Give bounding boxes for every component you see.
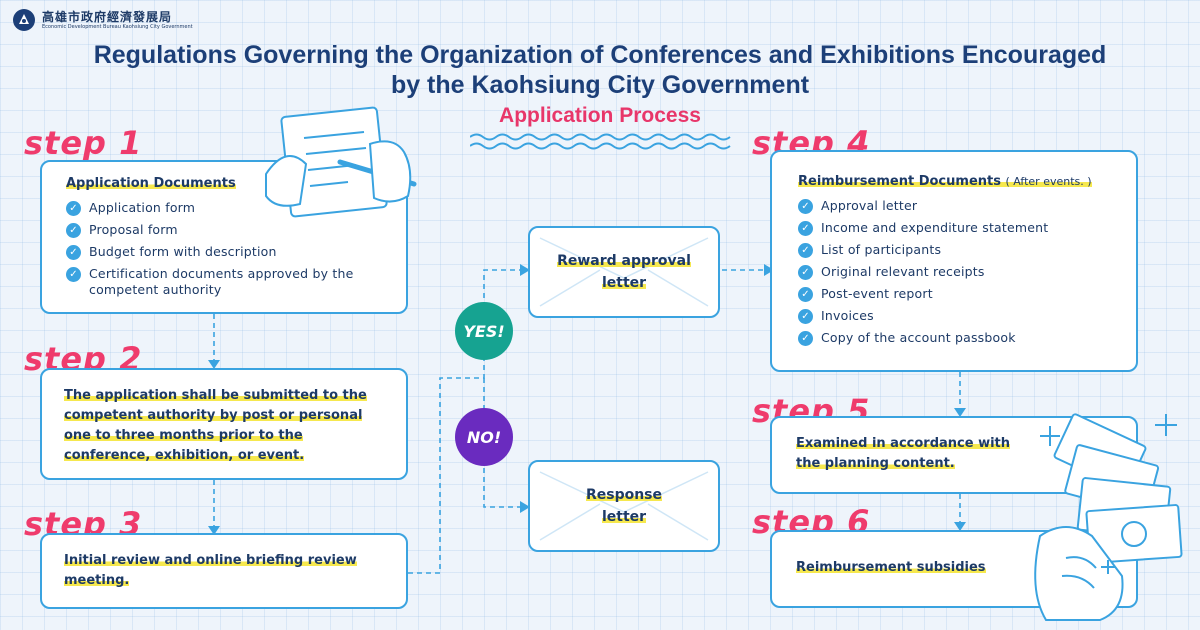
step-4-box: Reimbursement Documents ( After events. … bbox=[770, 150, 1138, 372]
approval-letter-line: Reward approval bbox=[557, 253, 691, 269]
yes-badge: YES! bbox=[455, 302, 513, 360]
step-3-line: Initial review and online briefing revie… bbox=[64, 553, 357, 568]
step-1-list: ✓Application form ✓Proposal form ✓Budget… bbox=[66, 200, 382, 298]
step-2-line: one to three months prior to the bbox=[64, 428, 303, 443]
check-icon: ✓ bbox=[798, 265, 813, 280]
logo-chinese-name: 高雄市政府經濟發展局 bbox=[42, 9, 173, 24]
check-icon: ✓ bbox=[66, 223, 81, 238]
check-icon: ✓ bbox=[66, 245, 81, 260]
list-item: ✓Invoices bbox=[798, 308, 1110, 324]
response-letter-box: Response letter bbox=[528, 460, 720, 552]
step-1-label: step 1 bbox=[24, 124, 143, 162]
list-item: ✓List of participants bbox=[798, 242, 1110, 258]
step-3-box: Initial review and online briefing revie… bbox=[40, 533, 408, 609]
list-item: ✓Copy of the account passbook bbox=[798, 330, 1110, 346]
no-badge: NO! bbox=[455, 408, 513, 466]
list-item: ✓Certification documents approved by the… bbox=[66, 266, 382, 298]
check-icon: ✓ bbox=[798, 309, 813, 324]
list-item: ✓Approval letter bbox=[798, 198, 1110, 214]
step-5-line: Examined in accordance with bbox=[796, 436, 1011, 451]
page-title: Regulations Governing the Organization o… bbox=[0, 40, 1200, 100]
city-emblem-icon bbox=[13, 9, 35, 31]
response-letter-line: letter bbox=[601, 509, 647, 525]
list-item: ✓Original relevant receipts bbox=[798, 264, 1110, 280]
approval-letter-line: letter bbox=[601, 275, 647, 291]
check-icon: ✓ bbox=[798, 287, 813, 302]
step-2-line: competent authority by post or personal bbox=[64, 408, 363, 423]
list-item: ✓Income and expenditure statement bbox=[798, 220, 1110, 236]
check-icon: ✓ bbox=[66, 267, 81, 282]
step-2-box: The application shall be submitted to th… bbox=[40, 368, 408, 480]
money-hand-illustration bbox=[1034, 413, 1183, 621]
approval-letter-box: Reward approval letter bbox=[528, 226, 720, 318]
step-3-line: meeting. bbox=[64, 573, 130, 588]
step-2-line: The application shall be submitted to th… bbox=[64, 388, 367, 403]
bureau-logo: 高雄市政府經濟發展局 Economic Development Bureau K… bbox=[12, 8, 193, 32]
check-icon: ✓ bbox=[798, 199, 813, 214]
title-line-2: by the Kaohsiung City Government bbox=[390, 71, 810, 99]
step-4-heading: Reimbursement Documents bbox=[798, 174, 1001, 189]
list-item: ✓Application form bbox=[66, 200, 382, 216]
title-line-1: Regulations Governing the Organization o… bbox=[93, 41, 1107, 69]
wave-divider bbox=[470, 133, 731, 150]
step-6-text: Reimbursement subsidies bbox=[796, 560, 986, 575]
logo-english-name: Economic Development Bureau Kaohsiung Ci… bbox=[42, 23, 193, 30]
step-4-heading-note: ( After events. ) bbox=[1005, 175, 1092, 188]
list-item: ✓Post-event report bbox=[798, 286, 1110, 302]
step-1-heading: Application Documents bbox=[66, 176, 236, 191]
response-letter-line: Response bbox=[585, 487, 663, 503]
list-item: ✓Budget form with description bbox=[66, 244, 382, 260]
step-2-line: conference, exhibition, or event. bbox=[64, 448, 305, 463]
page-subtitle: Application Process bbox=[499, 104, 701, 127]
check-icon: ✓ bbox=[798, 243, 813, 258]
writing-hand-illustration bbox=[265, 106, 417, 218]
list-item: ✓Proposal form bbox=[66, 222, 382, 238]
check-icon: ✓ bbox=[66, 201, 81, 216]
step-5-line: the planning content. bbox=[796, 456, 955, 471]
step-4-list: ✓Approval letter ✓Income and expenditure… bbox=[798, 198, 1110, 346]
check-icon: ✓ bbox=[798, 221, 813, 236]
check-icon: ✓ bbox=[798, 331, 813, 346]
